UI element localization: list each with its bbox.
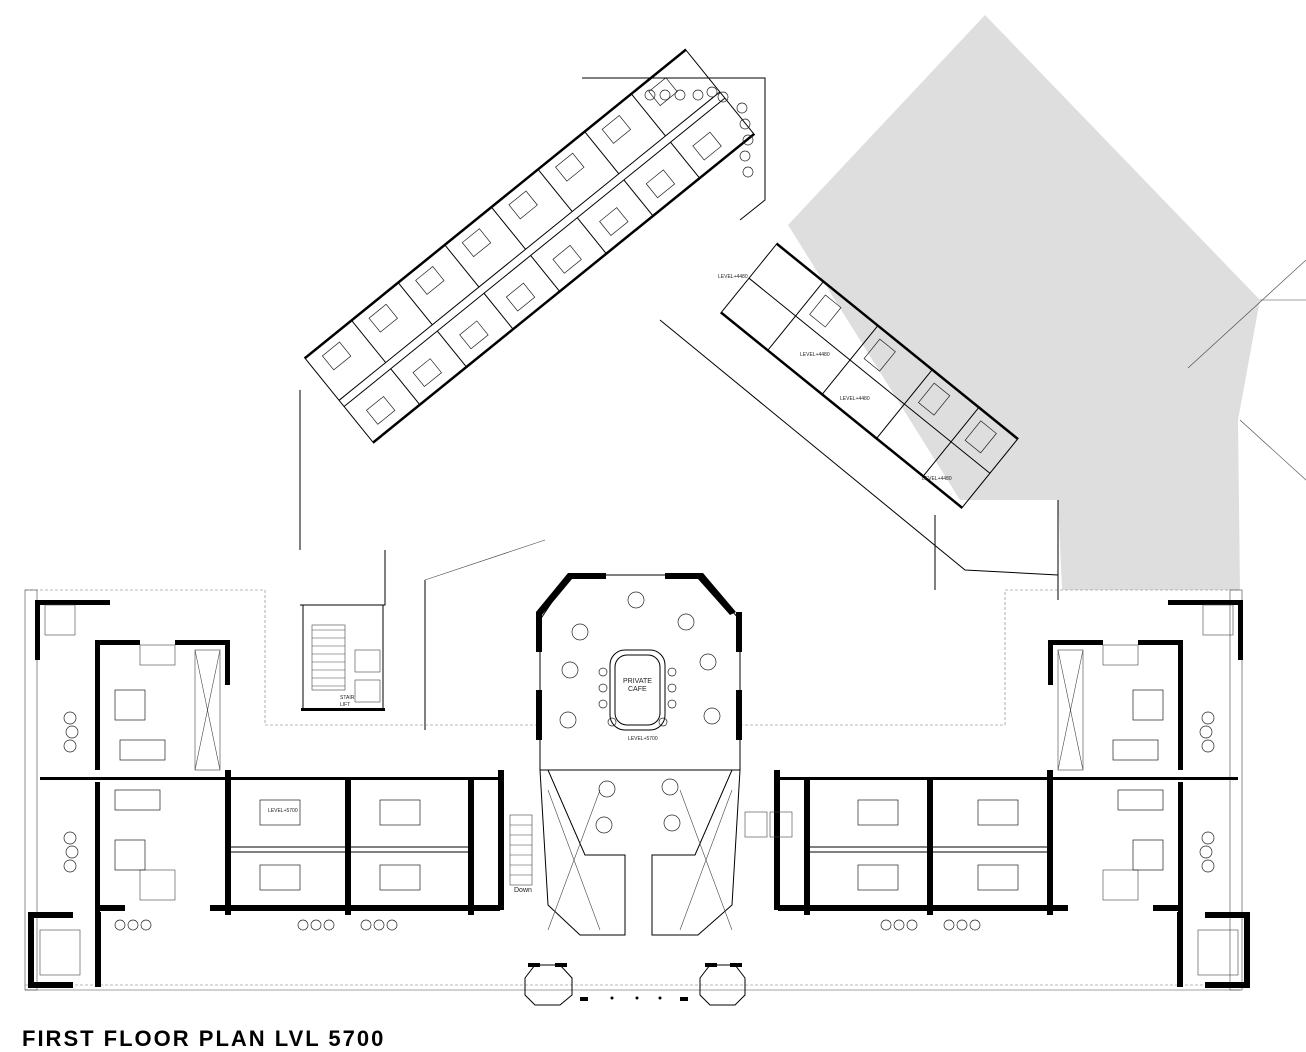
terrace — [582, 77, 766, 221]
left-wing-walls: LEVEL+5700 — [28, 600, 500, 988]
plan-title: FIRST FLOOR PLAN LVL 5700 — [22, 1026, 386, 1051]
stair-label: STAIR — [340, 695, 355, 701]
wing-level-b: LEVEL+4480 — [800, 352, 830, 358]
stair-lift-core: STAIR LIFT — [301, 604, 385, 711]
northwest-wing — [303, 48, 756, 444]
adjacent-building — [788, 15, 1306, 590]
central-hall: Down — [498, 769, 780, 936]
right-wing-walls — [778, 600, 1250, 988]
cafe-tables — [559, 591, 721, 834]
courtyard-outline — [299, 319, 1059, 730]
balcony-outline — [24, 589, 1243, 991]
wing-level-a: LEVEL+4480 — [718, 274, 748, 280]
wing-level-d: LEVEL+4480 — [922, 476, 952, 482]
entrance-porch — [524, 963, 746, 1006]
cafe-level: LEVEL+5700 — [628, 736, 658, 742]
wing-level-c: LEVEL+4480 — [840, 396, 870, 402]
lift-label: LIFT — [340, 702, 350, 708]
central-service-rooms — [744, 811, 793, 838]
private-cafe-line2: CAFE — [628, 686, 647, 693]
northeast-wing — [719, 242, 1019, 509]
left-suite-level: LEVEL+5700 — [268, 808, 298, 814]
private-cafe-line1: PRIVATE — [623, 678, 652, 685]
private-cafe: PRIVATE CAFE LEVEL+5700 — [536, 573, 742, 834]
down-label: Down — [514, 887, 532, 894]
